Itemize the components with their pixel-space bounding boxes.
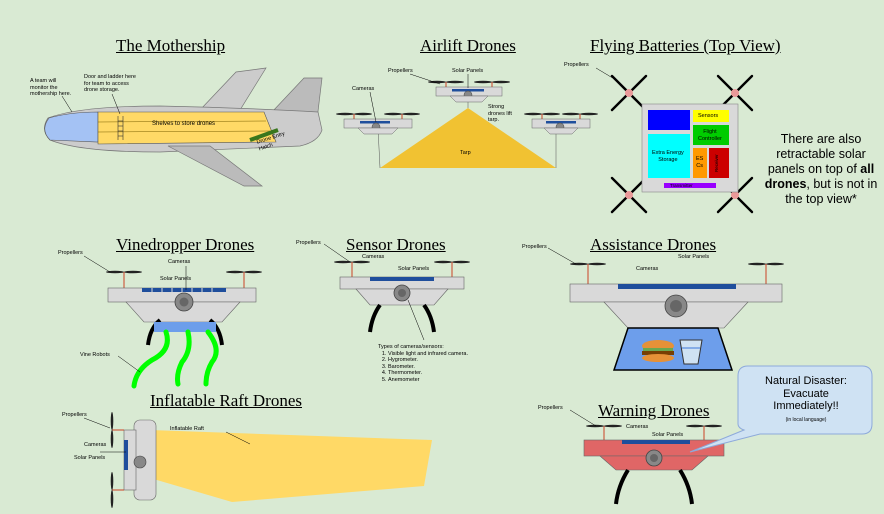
vine-propellers-label: Propellers [58, 250, 83, 256]
title-mothership: The Mothership [116, 36, 226, 55]
airlift-cameras-label: Cameras [352, 86, 375, 92]
battery-sensors-label: Sensors [698, 113, 719, 119]
raft-propellers-label: Propellers [62, 412, 87, 418]
assist-propellers-label: Propellers [522, 244, 547, 250]
sensor-cameras-label: Cameras [362, 254, 385, 260]
sensor-type-item: Barometer. [388, 364, 468, 371]
solar-note-text-1: There are also retractable solar panels … [767, 132, 866, 176]
airlift-solar-label: Solar Panels [452, 68, 484, 74]
sensor-solar-label: Solar Panels [398, 266, 430, 272]
raft-cameras-label: Cameras [84, 442, 107, 448]
sensor-drone [323, 243, 470, 341]
warning-cameras-label: Cameras [626, 424, 649, 430]
sensor-type-item: Thermometer. [388, 370, 468, 377]
assistance-drone [547, 247, 784, 371]
airlift-strong-label: Strong drones lift tarp. [488, 104, 512, 123]
raft-raft-label: Inflatable Raft [170, 426, 204, 432]
sensor-types-list: Visible light and infrared camera. Hygro… [378, 351, 468, 384]
vine-cameras-label: Cameras [168, 259, 191, 265]
battery-propellers-label: Propellers [564, 62, 589, 68]
battery-flight-label: Flight Controller [698, 129, 722, 142]
warning-drone [569, 365, 873, 505]
solar-note-bold: all drones [764, 162, 875, 191]
vine-solar-label: Solar Panels [160, 276, 192, 282]
mothership-shelves: Shelves to store drones [152, 121, 216, 127]
airlift-propellers-label: Propellers [388, 68, 413, 74]
title-raft: Inflatable Raft Drones [150, 391, 302, 410]
sensor-type-item: Anemometer [388, 377, 468, 384]
title-airlift: Airlift Drones [420, 36, 516, 55]
battery-extra-label: Extra Energy Storage [652, 150, 684, 163]
battery-transmitter-label: Transmitter [670, 183, 693, 188]
sensor-types-block: Types of cameras/sensors: Visible light … [378, 344, 468, 383]
solar-note-text-2: , but is not in the top view* [785, 177, 878, 206]
battery-battery-label: Battery [658, 117, 676, 123]
solar-panel-note: There are also retractable solar panels … [760, 132, 882, 207]
battery-receiver-label: Receiver [714, 154, 719, 172]
warning-bubble-text: Natural Disaster: Evacuate Immediately!! [765, 375, 847, 412]
sensor-type-item: Hygrometer. [388, 357, 468, 364]
mothership-door-note: Door and ladder here for team to access … [84, 74, 136, 93]
title-sensor: Sensor Drones [346, 235, 446, 254]
warning-solar-label: Solar Panels [652, 432, 684, 438]
raft-solar-label: Solar Panels [74, 455, 106, 461]
mothership-team-note: A team will monitor the mothership here. [30, 78, 72, 97]
assist-solar-label: Solar Panels [678, 254, 710, 260]
vine-robots-label: Vine Robots [80, 352, 110, 358]
airlift-tarp-label: Tarp [460, 150, 471, 156]
sensor-propellers-label: Propellers [296, 240, 321, 246]
title-assistance: Assistance Drones [590, 235, 717, 254]
title-batteries: Flying Batteries (Top View) [590, 36, 781, 55]
mothership-plane [44, 67, 323, 187]
sensor-type-item: Visible light and infrared camera. [388, 351, 468, 358]
raft-drone [83, 412, 432, 508]
flying-battery-top-view [595, 67, 754, 214]
airlift-drones [336, 73, 598, 169]
battery-esc-label: ES Cs [696, 156, 704, 169]
assist-cameras-label: Cameras [636, 266, 659, 272]
title-warning: Warning Drones [598, 401, 710, 420]
sensor-types-heading: Types of cameras/sensors: [378, 344, 444, 350]
warning-propellers-label: Propellers [538, 405, 563, 411]
vinedropper-drone [83, 255, 262, 389]
warning-bubble-subtext: (in local language) [785, 417, 827, 423]
title-vinedropper: Vinedropper Drones [116, 235, 255, 254]
